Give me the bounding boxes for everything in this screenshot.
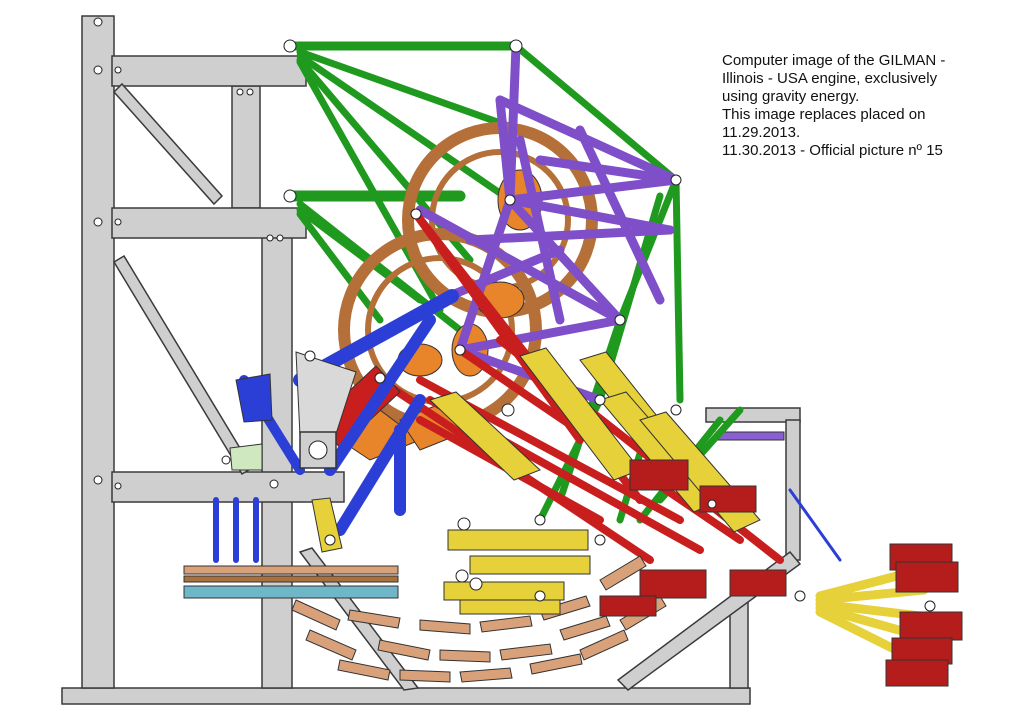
tower-brace-lower [112, 254, 254, 476]
tower-arm-middle [111, 207, 307, 239]
conveyor-rail-top [183, 565, 399, 575]
caption-line: Illinois - USA engine, exclusively [722, 70, 938, 87]
caption-line: 11.30.2013 - Official picture nº 15 [722, 142, 943, 159]
caption-block: Computer image of the GILMAN - Illinois … [722, 52, 1012, 160]
caption-line: 11.29.2013. [722, 124, 801, 141]
red-blocks [599, 459, 963, 687]
conveyor-rail-base [183, 585, 399, 599]
chain-links [291, 555, 667, 683]
frame-bolts [93, 17, 284, 490]
caption-line: Computer image of the GILMAN - [722, 52, 946, 69]
caption-line: This image replaces placed on [722, 106, 926, 123]
caption-line: using gravity energy. [722, 88, 860, 105]
tower-left-column [81, 15, 115, 689]
bearing-hub [308, 440, 328, 460]
tower-arm-top [111, 55, 307, 87]
light-green-plate [229, 443, 263, 471]
right-frame-column [785, 419, 801, 561]
tower-upper-inner-column [231, 85, 261, 209]
blue-bracket [235, 373, 273, 423]
tower-arm-lower [111, 471, 345, 503]
tower-brace-upper [112, 82, 224, 206]
conveyor-rail-mid [183, 575, 399, 583]
pivot-bolts [221, 39, 936, 612]
right-frame-rail [715, 431, 785, 441]
